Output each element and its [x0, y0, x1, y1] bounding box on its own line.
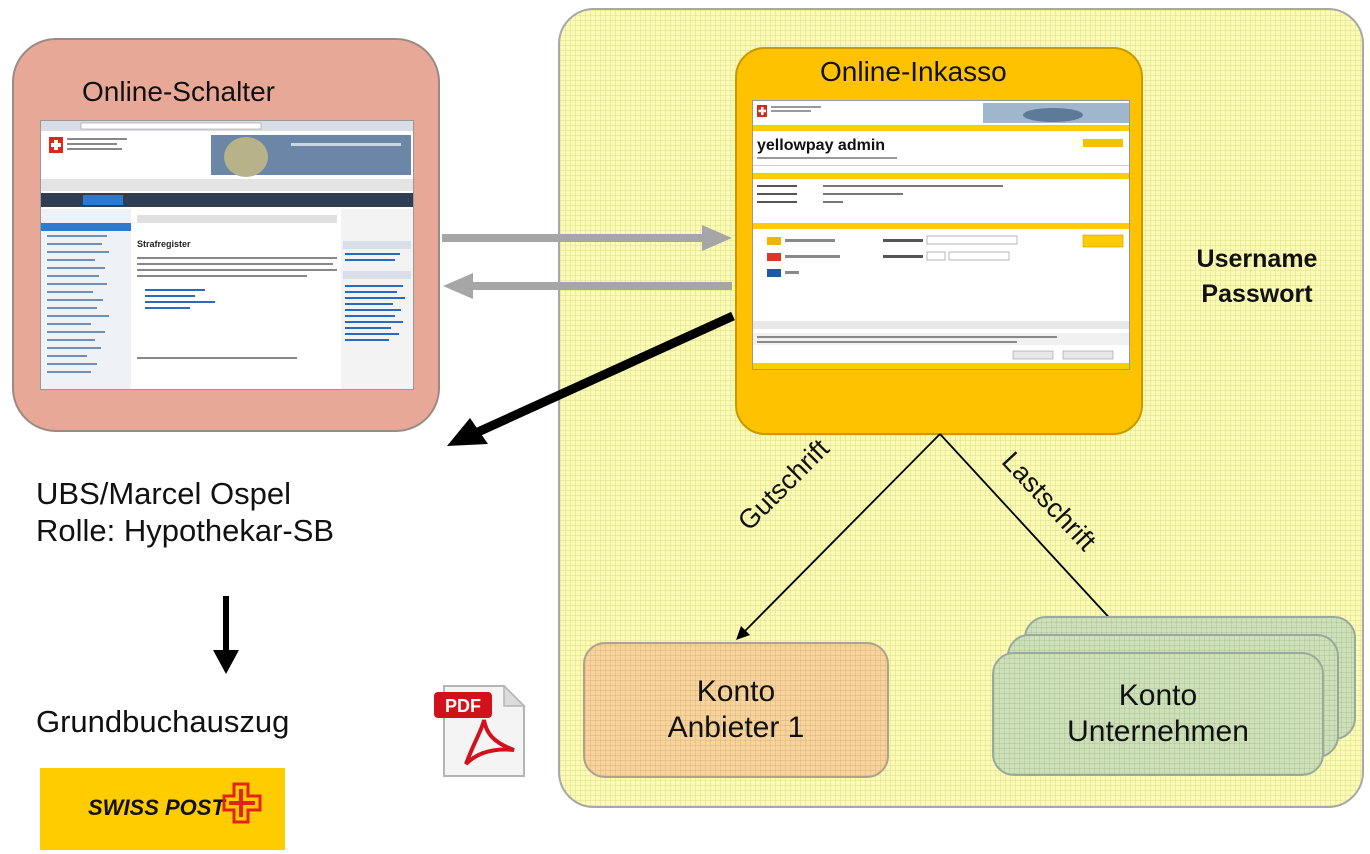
user-role: Rolle: Hypothekar-SB — [36, 512, 335, 548]
strafregister-heading: Strafregister — [137, 239, 191, 249]
user-info: UBS/Marcel Ospel Rolle: Hypothekar-SB — [36, 476, 334, 549]
online-inkasso-title: Online-Inkasso — [820, 56, 1007, 87]
credentials-label: Username Passwort — [1162, 242, 1352, 312]
document-label: Grundbuchauszug — [36, 704, 290, 739]
swiss-post-cross-icon — [222, 782, 262, 824]
passwort-label: Passwort — [1201, 280, 1313, 308]
response-arrow — [443, 273, 732, 299]
user-name: UBS/Marcel Ospel — [36, 476, 291, 511]
username-label: Username — [1196, 245, 1318, 273]
swiss-post-logo: SWISS POST — [40, 768, 285, 850]
konto-anbieter-line2: Anbieter 1 — [667, 711, 805, 744]
document-arrow — [213, 596, 239, 674]
yellowpay-thumbnail: yellowpay admin — [753, 103, 1129, 369]
pdf-file-icon: PDF — [428, 680, 532, 780]
gutschrift-arrow — [736, 433, 941, 640]
web-page-thumbnail: Strafregister — [41, 121, 413, 389]
konto-unternehmen-line1: Konto — [1118, 679, 1198, 712]
data-leak-arrow — [447, 311, 735, 446]
yellowpay-title: yellowpay admin — [757, 137, 885, 154]
request-arrow — [442, 225, 732, 251]
online-schalter-screenshot: Strafregister — [40, 120, 414, 390]
konto-anbieter-box: Konto Anbieter 1 — [583, 642, 889, 778]
konto-anbieter-line1: Konto — [696, 675, 776, 708]
pdf-icon: PDF — [434, 684, 526, 777]
online-inkasso-screenshot: yellowpay admin — [752, 100, 1130, 370]
swiss-post-wordmark: SWISS POST — [88, 795, 225, 820]
konto-unternehmen-box: Konto Unternehmen — [992, 652, 1324, 776]
pdf-badge-text: PDF — [445, 696, 481, 716]
konto-unternehmen-line2: Unternehmen — [1067, 715, 1249, 748]
online-schalter-title: Online-Schalter — [82, 76, 275, 107]
